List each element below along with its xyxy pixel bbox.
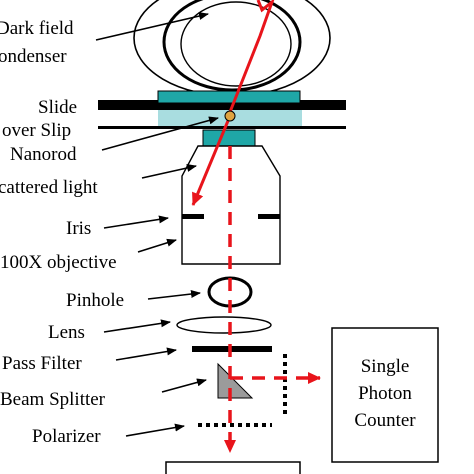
pass-filter <box>192 346 272 352</box>
arrow-condenser <box>95 12 209 41</box>
label-dark-field: Dark field <box>0 18 74 39</box>
dark-field-condenser <box>133 0 331 97</box>
slide <box>98 90 346 110</box>
arrow-beam-splitter <box>161 378 207 393</box>
arrow-scattered <box>141 164 197 179</box>
arrow-nanorod <box>101 116 219 151</box>
label-nanorod: Nanorod <box>10 144 77 165</box>
pointer-arrows <box>95 12 219 437</box>
cover-slip <box>98 110 346 129</box>
label-cover-slip: over Slip <box>2 120 71 141</box>
beam-splitter <box>217 362 254 399</box>
detector-line-1: Single <box>361 356 410 377</box>
nanorod <box>224 110 236 122</box>
bottom-component-box <box>165 461 301 474</box>
single-photon-counter-box <box>331 327 439 463</box>
detector-line-2: Photon <box>358 383 412 404</box>
label-lens: Lens <box>48 322 85 343</box>
incident-beam <box>228 0 275 113</box>
arrow-pass-filter <box>115 347 177 361</box>
label-condenser: ondenser <box>0 46 67 67</box>
label-polarizer: Polarizer <box>32 426 101 447</box>
label-pinhole: Pinhole <box>66 290 124 311</box>
iris <box>182 214 280 219</box>
lens <box>176 316 272 334</box>
label-objective: 100X objective <box>0 252 117 273</box>
scattered-beam <box>191 115 232 206</box>
detector-line-3: Counter <box>354 410 416 431</box>
label-beam-splitter: Beam Splitter <box>0 389 106 410</box>
arrow-lens <box>103 319 171 333</box>
arrow-pinhole <box>147 290 201 300</box>
arrow-polarizer <box>125 423 185 437</box>
label-pass-filter: Pass Filter <box>2 353 82 374</box>
label-slide: Slide <box>38 97 77 118</box>
label-scattered-light: cattered light <box>0 177 98 198</box>
label-iris: Iris <box>66 218 91 239</box>
arrow-objective <box>137 238 177 253</box>
arrow-iris <box>103 215 169 229</box>
